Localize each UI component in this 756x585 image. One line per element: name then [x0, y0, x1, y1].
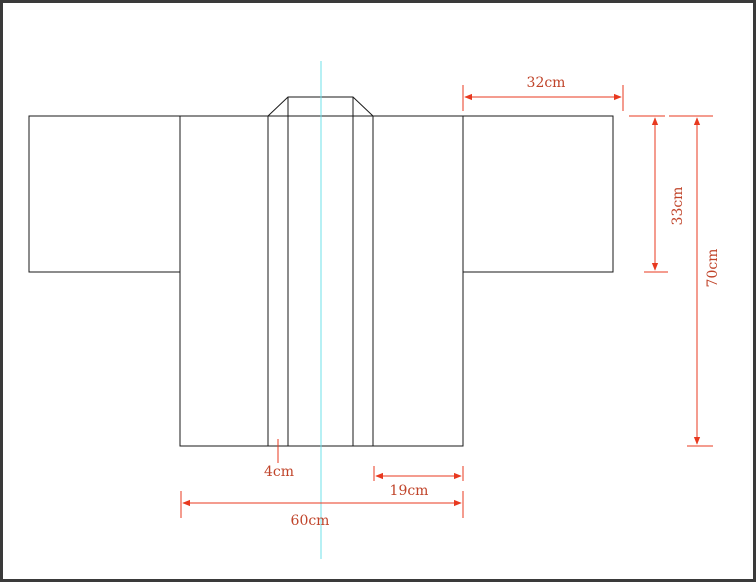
right-sleeve — [462, 115, 614, 273]
sleeve-height-dimension — [629, 115, 668, 273]
collar-band-width-label: 4cm — [264, 464, 294, 480]
sleeve-width-label: 32cm — [527, 75, 566, 91]
body-width-label: 60cm — [291, 513, 330, 529]
front-panel-dimension — [373, 466, 464, 481]
total-length-dimension — [669, 115, 713, 447]
kimono-pattern-diagram: 32cm 33cm 70cm 4cm 19cm 60cm — [28, 61, 721, 559]
sleeve-width-dimension — [462, 85, 624, 111]
sleeve-height-label: 33cm — [670, 187, 686, 226]
body-width-dimension — [180, 491, 464, 518]
total-length-label: 70cm — [705, 249, 721, 288]
front-panel-width-label: 19cm — [390, 483, 429, 499]
dimension-lines — [180, 85, 713, 518]
left-sleeve — [28, 115, 181, 273]
